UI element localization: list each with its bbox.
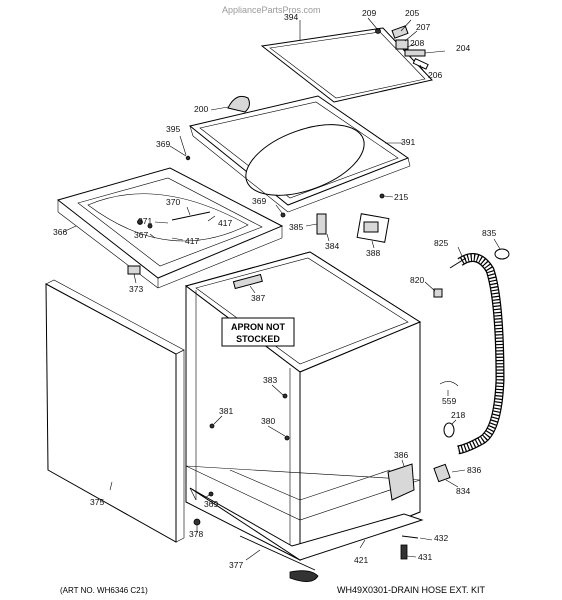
part-label-206: 206	[428, 70, 442, 80]
part-label-836: 836	[467, 465, 481, 475]
apron-note-line1: APRON NOT	[231, 322, 286, 332]
part-label-367: 367	[134, 230, 148, 240]
art-number: (ART NO. WH6346 C21)	[60, 586, 148, 595]
part-label-383: 383	[263, 375, 277, 385]
part-label-391: 391	[401, 137, 415, 147]
part-label-417-lower: 417	[185, 236, 199, 246]
drain-hose-drawing	[424, 238, 510, 488]
lid-drawing	[260, 20, 433, 103]
knob-drawing	[210, 95, 250, 113]
part-label-375: 375	[90, 497, 104, 507]
part-label-381: 381	[219, 406, 233, 416]
part-label-386: 386	[394, 450, 408, 460]
part-label-369-top: 369	[156, 139, 170, 149]
part-label-385: 385	[289, 222, 303, 232]
drain-hose-kit-note: WH49X0301-DRAIN HOSE EXT. KIT	[337, 585, 486, 595]
part-label-200: 200	[194, 104, 208, 114]
part-label-218: 218	[451, 410, 465, 420]
part-label-371: 371	[138, 216, 152, 226]
apron-drawing	[45, 279, 185, 543]
part-label-432: 432	[434, 533, 448, 543]
part-label-380: 380	[261, 416, 275, 426]
part-label-369-bottom: 369	[204, 499, 218, 509]
part-label-825: 825	[434, 238, 448, 248]
part-label-387: 387	[251, 293, 265, 303]
part-label-417-upper: 417	[218, 218, 232, 228]
part-label-208: 208	[410, 38, 424, 48]
top-cover-drawing	[169, 95, 411, 213]
part-label-820: 820	[410, 275, 424, 285]
part-label-204: 204	[456, 43, 470, 53]
part-label-369-mid: 369	[252, 196, 266, 206]
lid-switch-parts	[367, 17, 446, 73]
part-label-388: 388	[366, 248, 380, 258]
part-label-378: 378	[189, 529, 203, 539]
part-label-377: 377	[229, 560, 243, 570]
part-label-835: 835	[482, 228, 496, 238]
part-label-205: 205	[405, 8, 419, 18]
part-label-366: 366	[53, 227, 67, 237]
part-label-431: 431	[418, 552, 432, 562]
part-label-559: 559	[442, 396, 456, 406]
part-label-394: 394	[284, 12, 298, 22]
base-drawing	[189, 487, 433, 582]
part-label-373: 373	[129, 284, 143, 294]
switch-bracket-parts	[305, 193, 394, 249]
part-label-215: 215	[394, 192, 408, 202]
part-label-209: 209	[362, 8, 376, 18]
part-label-207: 207	[416, 22, 430, 32]
apron-note-line2: STOCKED	[236, 334, 280, 344]
top-frame-drawing	[56, 167, 286, 289]
apron-note-box: APRON NOT STOCKED	[221, 317, 295, 347]
part-label-421: 421	[354, 555, 368, 565]
part-label-395: 395	[166, 124, 180, 134]
watermark: AppliancePartsPros.com	[222, 5, 321, 15]
part-labels: 394 209 205 207 208 204 206 200 395 369 …	[53, 8, 496, 570]
part-label-834: 834	[456, 486, 470, 496]
part-label-370: 370	[166, 197, 180, 207]
part-label-384: 384	[325, 241, 339, 251]
